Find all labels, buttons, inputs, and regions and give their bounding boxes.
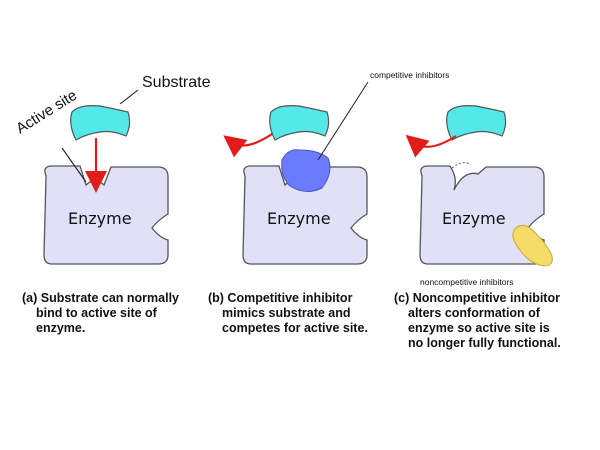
caption-a: (a) Substrate can normally bind to activ… — [22, 291, 182, 335]
competitive-leader-line — [317, 81, 369, 161]
panel-a: Substrate Active site Enzyme (a) Substra… — [13, 74, 210, 335]
active-site-label: Active site — [13, 87, 80, 138]
caption-b-line-3: competes for active site. — [222, 321, 368, 335]
caption-b-line-2: mimics substrate and — [222, 306, 351, 320]
competitive-inhibitors-label: competitive inhibitors — [370, 70, 449, 80]
enzyme-label-b: Enzyme — [267, 209, 331, 228]
caption-c-line-3: enzyme so active site is — [408, 321, 550, 335]
caption-c-line-2: alters conformation of — [408, 306, 541, 320]
caption-b-line-1: (b) Competitive inhibitor — [208, 291, 353, 305]
caption-a-line-1: (a) Substrate can normally — [22, 291, 179, 305]
substrate-b — [269, 105, 330, 141]
substrate-c — [446, 105, 507, 141]
competitive-inhibitor — [281, 149, 331, 192]
noncompetitive-inhibitors-label: noncompetitive inhibitors — [420, 277, 514, 287]
panel-b: competitive inhibitors Enzyme (b) Compet… — [208, 70, 449, 335]
caption-c: (c) Noncompetitive inhibitor alters conf… — [394, 291, 563, 350]
noncompetitive-inhibitor — [512, 224, 553, 267]
displacement-arrow-c — [405, 134, 457, 158]
substrate-label: Substrate — [142, 74, 211, 91]
displacement-arrow-b — [223, 133, 273, 158]
active-site-leader-line — [61, 147, 87, 183]
substrate-a — [70, 105, 131, 141]
caption-c-line-1: (c) Noncompetitive inhibitor — [394, 291, 560, 305]
enzyme-b — [242, 165, 368, 265]
enzyme-label-c: Enzyme — [442, 209, 506, 228]
caption-a-line-3: enzyme. — [36, 321, 85, 335]
caption-a-line-2: bind to active site of — [36, 306, 158, 320]
panel-c: Enzyme noncompetitive inhibitors (c) Non… — [394, 105, 563, 350]
caption-c-line-4: no longer fully functional. — [408, 336, 561, 350]
distorted-active-site — [451, 162, 471, 169]
enzyme-label-a: Enzyme — [68, 209, 132, 228]
caption-b: (b) Competitive inhibitor mimics substra… — [208, 291, 368, 335]
substrate-leader-line — [119, 89, 139, 105]
